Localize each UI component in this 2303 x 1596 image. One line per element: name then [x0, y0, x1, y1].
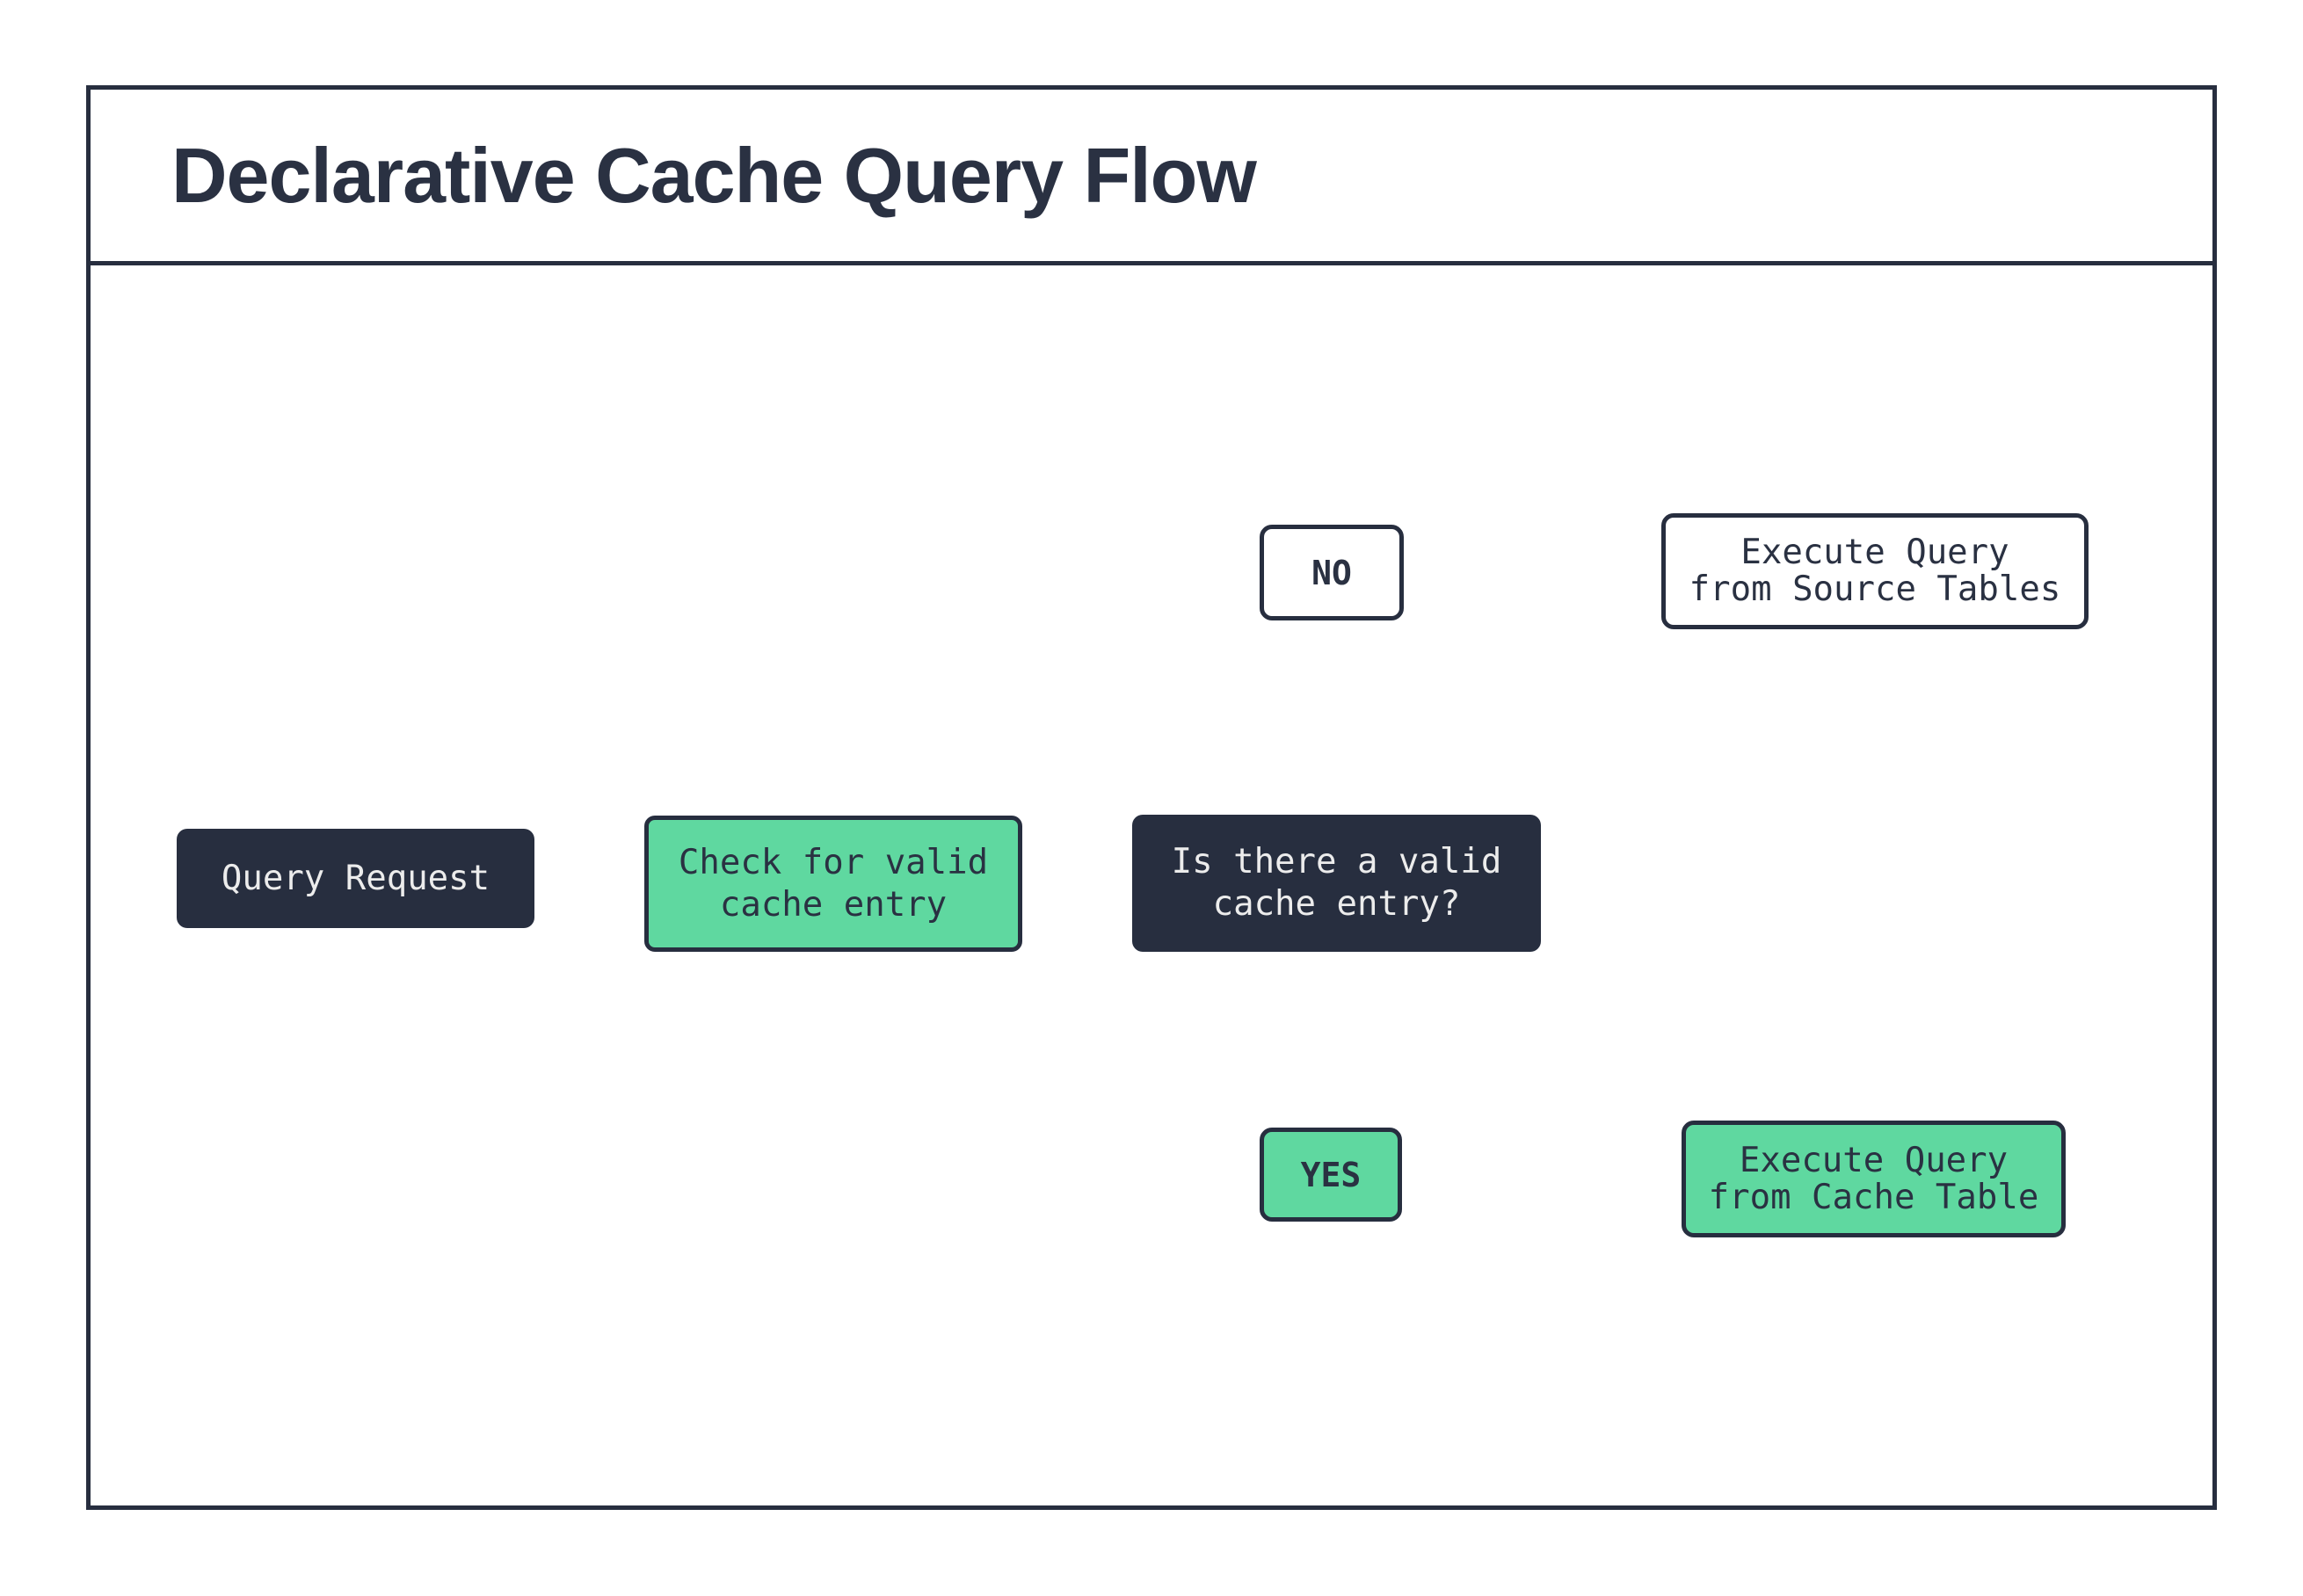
- badge-no: NO: [1260, 525, 1404, 620]
- node-execute-cache-line2: from Cache Table: [1708, 1177, 2039, 1217]
- badge-yes-label: YES: [1300, 1155, 1362, 1194]
- node-decision-valid-cache: Is there a valid cache entry?: [1132, 815, 1541, 952]
- node-execute-source-line1: Execute Query: [1740, 533, 2009, 572]
- node-decision-label-line1: Is there a valid: [1171, 842, 1502, 881]
- node-check-cache-label-line1: Check for valid: [678, 842, 989, 882]
- page-title: Declarative Cache Query Flow: [171, 131, 1257, 219]
- badge-no-label: NO: [1311, 553, 1352, 592]
- node-check-cache: Check for valid cache entry: [644, 816, 1022, 952]
- node-execute-source-line2: from Source Tables: [1689, 569, 2061, 609]
- node-query-request-label: Query Request: [221, 858, 490, 898]
- node-execute-cache-line1: Execute Query: [1739, 1140, 2009, 1180]
- node-decision-label-line2: cache entry?: [1212, 884, 1461, 924]
- badge-yes: YES: [1260, 1128, 1402, 1222]
- page-frame: Declarative Cache Query Flow: [86, 85, 2217, 1510]
- title-bar: Declarative Cache Query Flow: [91, 90, 2212, 265]
- node-check-cache-label-line2: cache entry: [719, 884, 948, 925]
- node-execute-source: Execute Query from Source Tables: [1661, 513, 2089, 629]
- node-execute-cache: Execute Query from Cache Table: [1682, 1121, 2066, 1237]
- node-query-request: Query Request: [177, 829, 534, 928]
